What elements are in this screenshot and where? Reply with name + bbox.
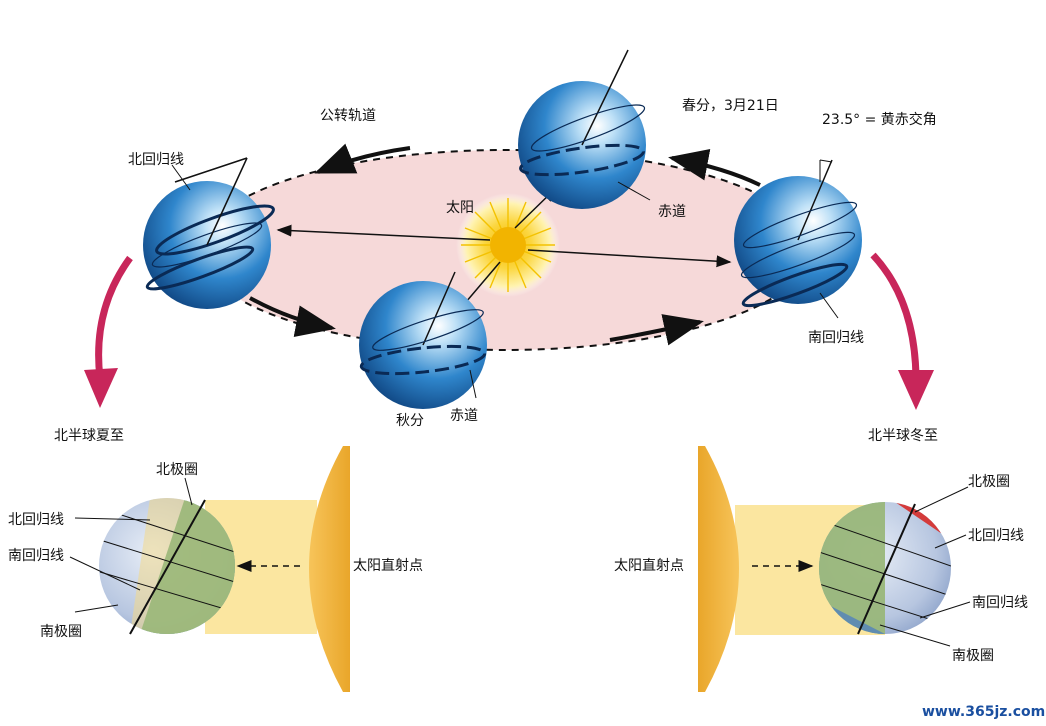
globe-winter (734, 159, 862, 308)
right-cancer-label: 北回归线 (968, 527, 1024, 544)
orbit-label: 公转轨道 (320, 108, 376, 124)
summer-transition-arrow (95, 255, 133, 379)
leader-lines (69, 164, 971, 647)
nh-winter-label: 北半球冬至 (868, 428, 938, 444)
winter-solstice-panel (698, 446, 951, 692)
equator-bottom-label: 赤道 (450, 408, 478, 424)
left-antarctic-label: 南极圈 (40, 624, 82, 640)
sun-to-autumn-line (465, 261, 501, 303)
globe-spring (518, 49, 646, 209)
right-antarctic-label: 南极圈 (952, 648, 994, 664)
sun-icon (456, 193, 560, 297)
sun-to-summer-line (276, 224, 491, 241)
sun-label: 太阳 (446, 200, 474, 216)
autumn-equinox-label: 秋分 (396, 413, 424, 429)
equator-top-label: 赤道 (658, 204, 686, 220)
orbit-arrow-top (314, 143, 411, 174)
obliquity-label: 23.5° = 黄赤交角 (822, 111, 937, 128)
summer-arrowhead (84, 368, 118, 408)
watermark: www.365jz.com (922, 704, 1045, 720)
left-cancer-label: 北回归线 (8, 511, 64, 528)
tropic-capricorn-top-label: 南回归线 (808, 329, 864, 346)
winter-arrowhead (898, 370, 934, 410)
orbit-arrow-left (249, 296, 336, 337)
left-capricorn-label: 南回归线 (8, 547, 64, 564)
orbit-arrow-right (668, 148, 761, 187)
left-subsolar-label: 太阳直射点 (353, 557, 423, 574)
sunlight-lens-left (309, 446, 350, 692)
left-arctic-label: 北极圈 (156, 462, 198, 478)
right-subsolar-label: 太阳直射点 (614, 557, 684, 574)
sunlight-lens-right (698, 446, 739, 692)
globe-summer (143, 157, 275, 309)
right-capricorn-label: 南回归线 (972, 594, 1028, 611)
winter-transition-arrow (870, 252, 920, 379)
summer-solstice-panel (99, 446, 350, 692)
nh-summer-label: 北半球夏至 (54, 428, 124, 444)
globe-autumn (359, 271, 487, 409)
sun-to-winter-line (527, 249, 732, 268)
right-arctic-label: 北极圈 (968, 474, 1010, 490)
spring-equinox-label: 春分，3月21日 (682, 98, 779, 114)
tropic-cancer-top-label: 北回归线 (128, 151, 184, 168)
orbit-arrow-bottom (609, 314, 704, 346)
